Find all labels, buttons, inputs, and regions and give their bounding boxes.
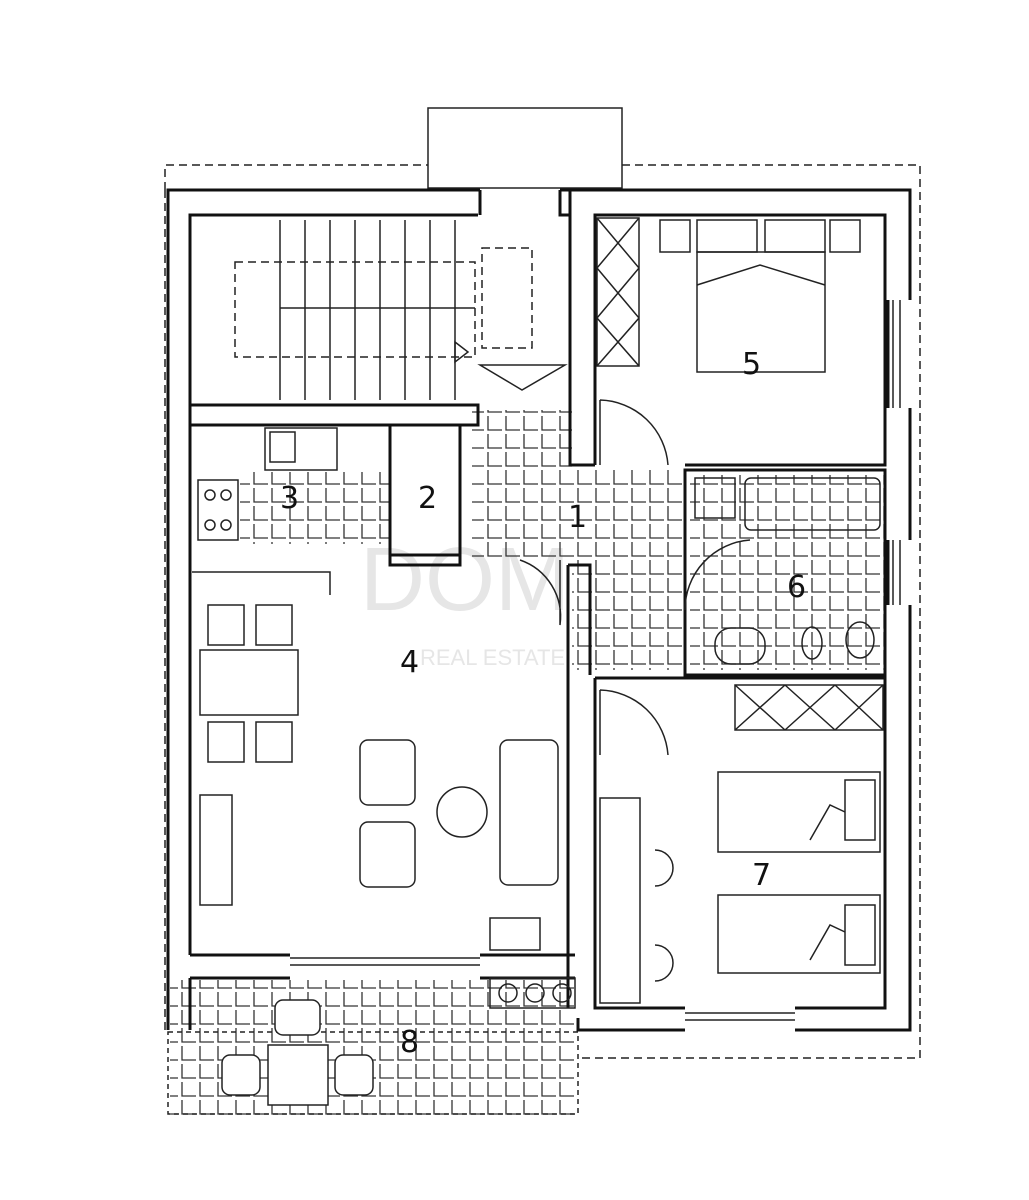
terrace-furniture	[221, 999, 374, 1106]
room-label-1: 1	[568, 500, 587, 535]
staircase	[234, 220, 568, 400]
bedroom-5-furniture	[596, 217, 861, 466]
room-label-3: 3	[280, 481, 299, 516]
walls	[166, 188, 912, 1115]
room-label-2: 2	[418, 481, 437, 516]
room-label-6: 6	[787, 570, 806, 605]
bedroom-7-furniture	[489, 684, 884, 1009]
kitchen-fixtures	[192, 427, 338, 595]
room-label-8: 8	[400, 1025, 419, 1060]
room-label-7: 7	[752, 858, 771, 893]
room-labels: 1 2 3 4 5 6 7 8	[280, 347, 806, 1060]
living-furniture	[199, 559, 562, 951]
room-label-4: 4	[400, 645, 419, 680]
roof-outline	[164, 107, 921, 1059]
watermark-text: REAL ESTATE	[420, 645, 565, 670]
bathroom-fixtures	[684, 477, 881, 665]
room-label-5: 5	[742, 347, 761, 382]
